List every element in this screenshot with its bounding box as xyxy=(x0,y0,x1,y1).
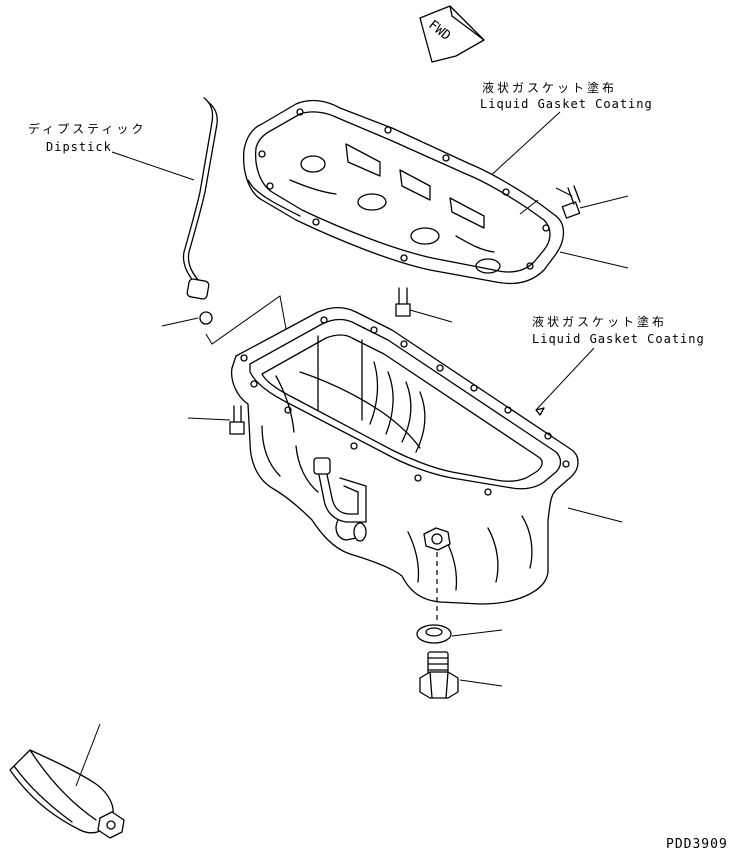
gasket-lower-jp-label: 液状ガスケット塗布 xyxy=(532,314,667,329)
drawing-code: PDD3909 xyxy=(666,837,728,852)
dipstick-leader xyxy=(111,151,195,181)
o-ring-leader xyxy=(161,317,199,327)
drain-plug xyxy=(419,651,459,699)
dipstick-en-label: Dipstick xyxy=(46,140,112,154)
oil-pan-leader xyxy=(567,507,623,523)
drain-washer-leader xyxy=(451,629,503,637)
bolt-upper-right-leader xyxy=(579,195,629,209)
bolt-pan-left-leader xyxy=(187,417,231,421)
o-ring xyxy=(199,311,213,325)
sealant-tube-leader xyxy=(75,723,101,787)
bolt-upper-right xyxy=(555,185,581,219)
baffle-plate xyxy=(242,99,565,285)
bolt-pan-left xyxy=(229,405,245,435)
fwd-arrow-icon: FWD xyxy=(419,5,485,63)
dipstick xyxy=(182,97,218,300)
dipstick-jp-label: ディプスティック xyxy=(28,121,146,136)
gasket-lower-en-label: Liquid Gasket Coating xyxy=(532,332,705,346)
gasket-lower-leader xyxy=(535,347,595,411)
bolt-baffle xyxy=(395,287,411,317)
gasket-upper-jp-label: 液状ガスケット塗布 xyxy=(482,80,617,95)
drain-boss xyxy=(423,527,451,551)
drain-plug-leader xyxy=(459,679,503,687)
bolt-baffle-leader xyxy=(409,309,453,323)
baffle-leader xyxy=(559,251,629,269)
sealant-tube xyxy=(9,749,125,839)
dipstick-guide-tube xyxy=(313,457,367,542)
gasket-upper-leader xyxy=(485,111,561,181)
drain-washer xyxy=(416,624,452,644)
oil-pan xyxy=(230,306,579,605)
gasket-upper-en-label: Liquid Gasket Coating xyxy=(480,97,653,111)
baffle-edge-leader xyxy=(519,199,539,215)
